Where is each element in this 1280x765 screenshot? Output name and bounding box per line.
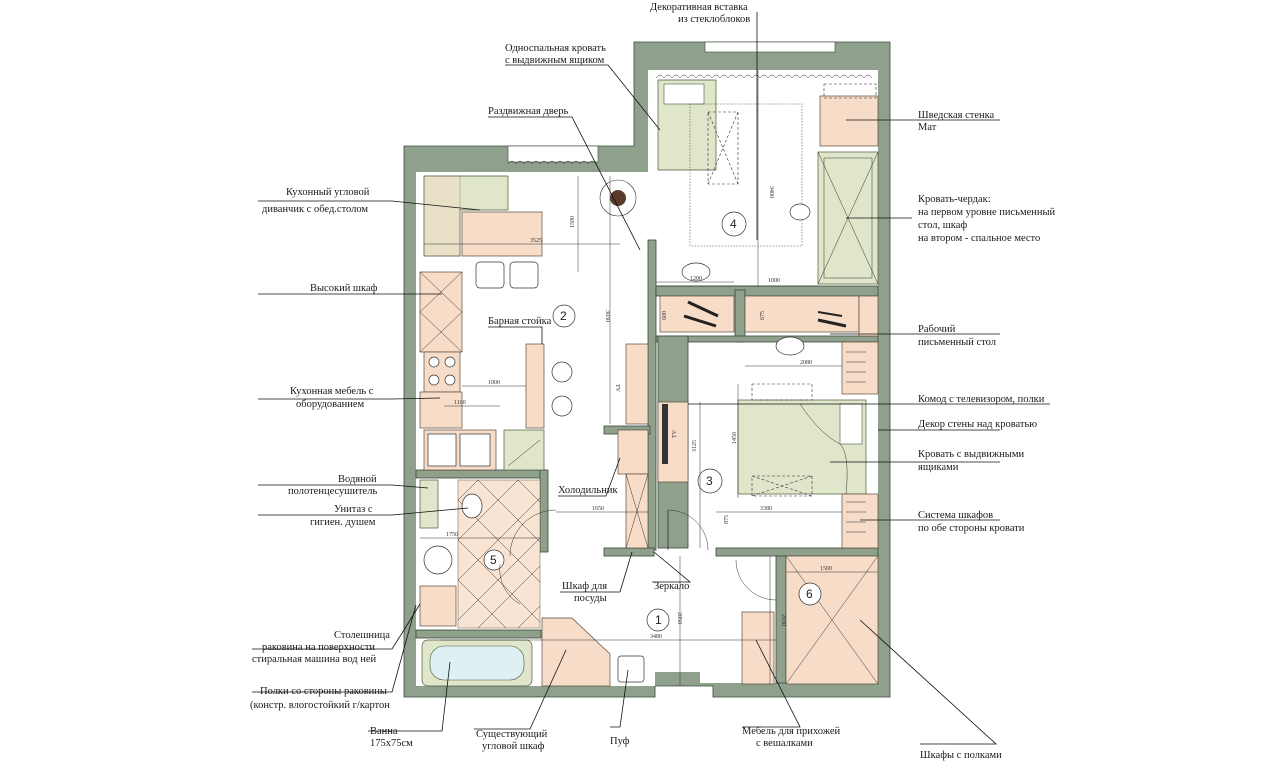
dimension-lines <box>420 70 878 686</box>
label-hygienic-shower: гигиен. душем <box>310 517 376 528</box>
label-loft-desk-wardrobe: стол, шкаф <box>918 220 967 231</box>
dim-3380: 3380 <box>760 506 772 512</box>
glass-block-insert <box>507 74 873 165</box>
label-wardrobe-system: Система шкафов <box>918 510 993 521</box>
label-swedish-wall: Шведская стенка <box>918 110 995 121</box>
label-tv-chest: Комод с телевизором, полки <box>918 394 1045 405</box>
label-fridge: Холодильник <box>558 485 618 496</box>
label-sliding-door: Раздвижная дверь <box>488 106 569 117</box>
label-shelves-material: (констр. влогостойкий г/картон <box>250 700 390 711</box>
label-tall-cabinet: Высокий шкаф <box>310 283 378 294</box>
label-dish-cabinet: Шкаф для <box>562 581 607 592</box>
dim-1000-room4: 1000 <box>768 278 780 284</box>
tv-mark-kitchen: TV <box>614 384 620 393</box>
label-writing-desk: письменный стол <box>918 337 996 348</box>
label-countertop: Столешница <box>334 630 390 641</box>
label-glass-blocks: из стеклоблоков <box>678 14 750 25</box>
label-bar-counter: Барная стойка <box>488 316 552 327</box>
label-loft-first-level: на первом уровне письменный <box>918 207 1056 218</box>
label-wall-decor: Декор стены над кроватью <box>918 419 1037 430</box>
dim-2050: 2050 <box>676 612 682 624</box>
dim-3030: 3030 <box>604 310 610 322</box>
annotations-bottom: Холодильник Шкаф для посуды Зеркало Суще… <box>476 485 1002 761</box>
room-number-4: 4 <box>730 217 737 231</box>
label-wardrobe-sides: по обе стороны кровати <box>918 523 1025 534</box>
room-3-furniture: TV 3 <box>657 341 879 551</box>
label-corner-sofa-table: диванчик с обед.столом <box>262 204 368 215</box>
dim-1750: 1750 <box>446 532 458 538</box>
label-work-desk: Рабочий <box>918 324 956 335</box>
label-existing: Существующий <box>476 729 548 740</box>
label-loft-second-level: на втором - спальное место <box>918 233 1040 244</box>
dim-1650: 1650 <box>592 506 604 512</box>
label-towel-dryer: полотенцесушитель <box>288 486 377 497</box>
dimension-values: 1500 3525 3030 1000 1100 3400 1000 1200 … <box>446 186 832 640</box>
dim-600: 600 <box>662 311 668 320</box>
room-number-3: 3 <box>706 474 713 488</box>
label-bed-drawers: Кровать с выдвижными <box>918 449 1025 460</box>
label-washing-machine: стиральная машина вод ней <box>252 654 377 665</box>
label-loft-bed: Кровать-чердак: <box>918 194 991 205</box>
label-single-bed-drawer: с выдвижным ящиком <box>505 55 605 66</box>
room-2-furniture: 2 TV <box>419 175 649 549</box>
annotations-left: Односпальная кровать с выдвижным ящиком … <box>250 43 606 749</box>
room-number-1: 1 <box>655 613 662 627</box>
dim-1450: 1450 <box>732 432 738 444</box>
label-corner-sofa: Кухонный угловой <box>286 187 370 198</box>
label-hall-hangers: с вешалками <box>756 738 813 749</box>
dim-1500: 1500 <box>570 216 576 228</box>
dim-1000-kitchen: 1000 <box>488 380 500 386</box>
room-1-6-furniture: 1 6 <box>499 555 879 687</box>
dim-3125: 3125 <box>692 440 698 452</box>
label-hall-furniture: Мебель для прихожей <box>742 726 841 737</box>
room-number-2: 2 <box>560 309 567 323</box>
dim-1200: 1200 <box>690 276 702 282</box>
label-bathtub: Ванна <box>370 726 398 737</box>
dim-3525: 3525 <box>530 238 542 244</box>
dim-1500-hall: 1500 <box>820 566 832 572</box>
label-single-bed: Односпальная кровать <box>505 43 606 54</box>
label-bathtub-size: 175х75см <box>370 738 413 749</box>
room-number-6: 6 <box>806 587 813 601</box>
label-pouf: Пуф <box>610 736 630 747</box>
label-dish-cabinet-2: посуды <box>574 593 607 604</box>
label-mirror: Зеркало <box>654 581 689 592</box>
tv-mark-bedroom: TV <box>672 429 678 438</box>
dim-675: 675 <box>760 311 766 320</box>
label-decorative-insert: Декоративная вставка <box>650 2 748 13</box>
dim-3480: 3480 <box>650 634 662 640</box>
label-mat: Мат <box>918 122 937 133</box>
label-kitchen-furniture: Кухонная мебель с <box>290 386 374 397</box>
label-water-towel: Водяной <box>338 474 377 485</box>
dim-875: 875 <box>724 515 730 524</box>
leader-lines <box>252 12 1050 745</box>
label-shelf-cabinets: Шкафы с полками <box>920 750 1002 761</box>
annotations-top: Декоративная вставка из стеклоблоков <box>650 2 750 25</box>
dim-3400: 3400 <box>768 186 774 198</box>
dim-1100: 1100 <box>454 400 466 406</box>
label-corner-wardrobe: угловой шкаф <box>482 741 545 752</box>
label-shelves-sink: Полки со стороны раковины <box>260 686 387 697</box>
label-toilet: Унитаз с <box>334 504 373 515</box>
dim-2080: 2080 <box>800 360 812 366</box>
annotations-right: Шведская стенка Мат Кровать-чердак: на п… <box>918 110 1056 534</box>
label-kitchen-equipment: оборудованием <box>296 399 365 410</box>
room-number-5: 5 <box>490 553 497 567</box>
label-sink-surface: раковина на поверхности <box>262 642 375 653</box>
dim-2030: 2030 <box>780 614 786 626</box>
label-bed-drawers-2: ящиками <box>918 462 959 473</box>
room-5-furniture: 5 <box>419 479 557 687</box>
